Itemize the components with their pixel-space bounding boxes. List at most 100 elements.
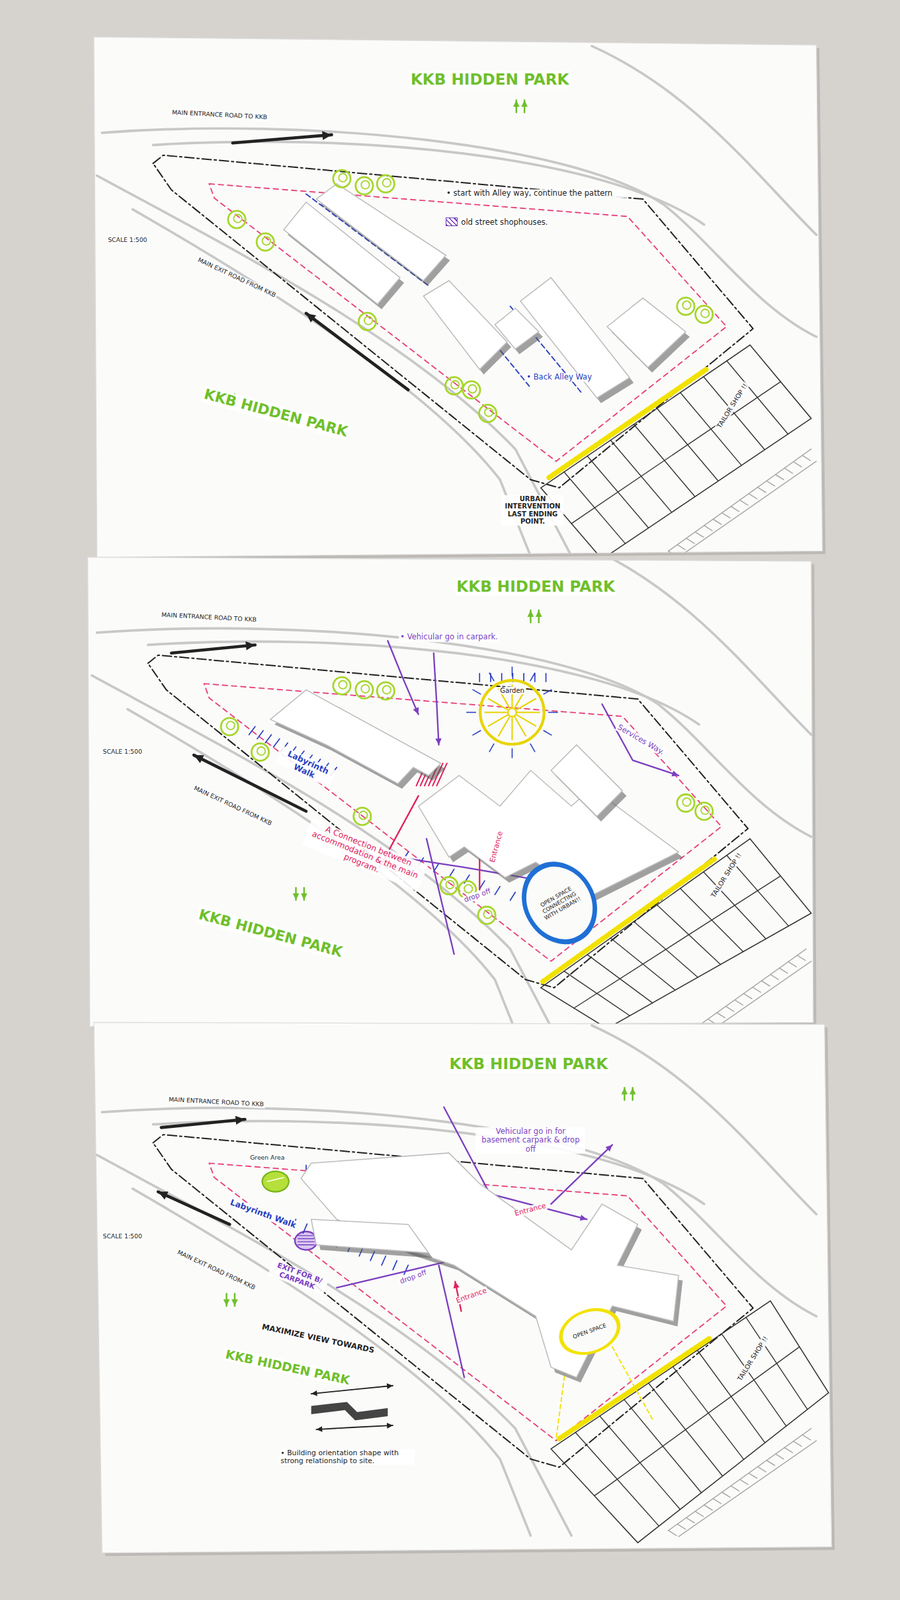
tree-symbol	[700, 309, 709, 318]
arrow-head	[435, 738, 442, 746]
hatch-tick	[677, 1524, 686, 1530]
arrow-head	[223, 1299, 231, 1307]
setback-line	[204, 683, 722, 962]
hatch-tick	[534, 673, 536, 682]
hatch-tick	[392, 1261, 397, 1271]
tree-symbol	[695, 802, 713, 820]
tree-symbol	[677, 297, 695, 315]
arrow-head	[316, 1426, 323, 1433]
arrow-head	[292, 893, 300, 900]
sheet-content	[97, 1025, 829, 1543]
road-edge	[148, 641, 699, 725]
arrow-head	[629, 1087, 637, 1095]
parking-lot	[550, 1301, 829, 1544]
arrow-head	[521, 99, 528, 107]
site-boundary	[148, 655, 748, 988]
road-edge	[591, 46, 817, 235]
hatch-tick	[668, 550, 677, 557]
hatch-tick	[510, 892, 516, 900]
zigzag-symbol	[311, 1401, 389, 1421]
hatch-tick	[686, 1518, 695, 1524]
arrow-line	[351, 1425, 393, 1428]
arrow-head	[300, 893, 308, 900]
tree-symbol	[445, 376, 463, 395]
arrow-head	[158, 1191, 168, 1200]
tree-symbol	[361, 685, 369, 694]
hatch-border	[678, 1440, 817, 1537]
hatch-tick	[739, 499, 748, 506]
tree-symbol	[484, 408, 493, 416]
hatch-tick	[766, 480, 775, 487]
hatch-tick	[716, 1013, 725, 1019]
tree-symbol	[228, 210, 246, 229]
arrow-head	[621, 1087, 629, 1095]
road-edge	[127, 709, 526, 1057]
road-edge	[152, 141, 704, 225]
paper-sheet	[87, 557, 814, 1027]
hatch-tick	[802, 455, 811, 461]
sheet-content	[91, 546, 812, 1058]
open-space-ellipse	[509, 851, 609, 955]
arrow-head	[453, 1281, 460, 1289]
arrow-head	[579, 1214, 588, 1221]
tree-symbol	[682, 300, 691, 309]
site-base	[91, 546, 812, 1058]
hatch-tick	[793, 461, 802, 467]
hatch-tick	[788, 962, 797, 968]
arrow-head	[413, 707, 420, 715]
garden-tick	[466, 711, 477, 713]
hatch-tick	[730, 1485, 739, 1492]
garden-tick	[472, 730, 482, 735]
tree-symbol	[220, 718, 239, 736]
vehicle-route	[433, 653, 440, 746]
hatch-tick	[743, 993, 752, 1000]
building-mass	[550, 745, 623, 817]
hatch-border	[678, 461, 817, 558]
node-text: Garden	[498, 687, 526, 696]
hatch-tick	[677, 544, 686, 551]
tree-symbol	[333, 169, 351, 188]
site-boundary	[152, 155, 753, 489]
tree-symbol	[364, 316, 373, 325]
tree-symbol	[445, 880, 454, 889]
arrow-head	[235, 1116, 245, 1125]
dropoff-route	[336, 1261, 450, 1288]
tree-symbol	[333, 677, 351, 695]
road-edge	[591, 1025, 817, 1215]
hatch-tick	[726, 1006, 735, 1012]
annotation-label: Green Area	[248, 1154, 286, 1162]
tree-symbol	[256, 233, 274, 251]
hatch-tick	[770, 974, 779, 981]
services-route	[601, 704, 679, 776]
tree-symbol	[462, 381, 481, 399]
hatch-tick	[704, 1505, 713, 1511]
tree-symbol	[251, 743, 269, 761]
annotation-label: SCALE 1:500	[106, 236, 149, 244]
blob-mark	[267, 1177, 284, 1182]
arrow-head	[245, 641, 255, 651]
legend-swatch	[445, 217, 458, 227]
arrow-line	[351, 1386, 393, 1391]
tree-symbol	[382, 178, 391, 187]
garden-tick	[511, 748, 514, 759]
garden-tick	[543, 730, 553, 735]
hatch-tick	[712, 1499, 721, 1505]
legend-row: old street shophouses.	[445, 217, 548, 227]
hatch-tick	[757, 487, 766, 493]
legend-text: old street shophouses.	[460, 217, 548, 227]
blob-hatch	[298, 1241, 315, 1242]
tree-symbol	[355, 177, 373, 195]
tree-symbol	[382, 685, 391, 694]
annotation-label: • Vehicular go in carpark.	[398, 633, 500, 643]
sheet-content	[97, 46, 817, 560]
tree-symbol	[338, 173, 347, 182]
blob-hatch	[298, 1244, 315, 1246]
hatch-tick	[273, 738, 280, 747]
arrow-line	[171, 644, 256, 653]
hatch-tick	[381, 1256, 386, 1266]
arrow-head	[311, 1390, 318, 1397]
building-mass	[607, 298, 686, 368]
parking-aisle	[571, 381, 781, 524]
annotation-label: Vehicular go in for basement carpark & d…	[475, 1127, 586, 1154]
vehicle-route	[387, 640, 418, 715]
